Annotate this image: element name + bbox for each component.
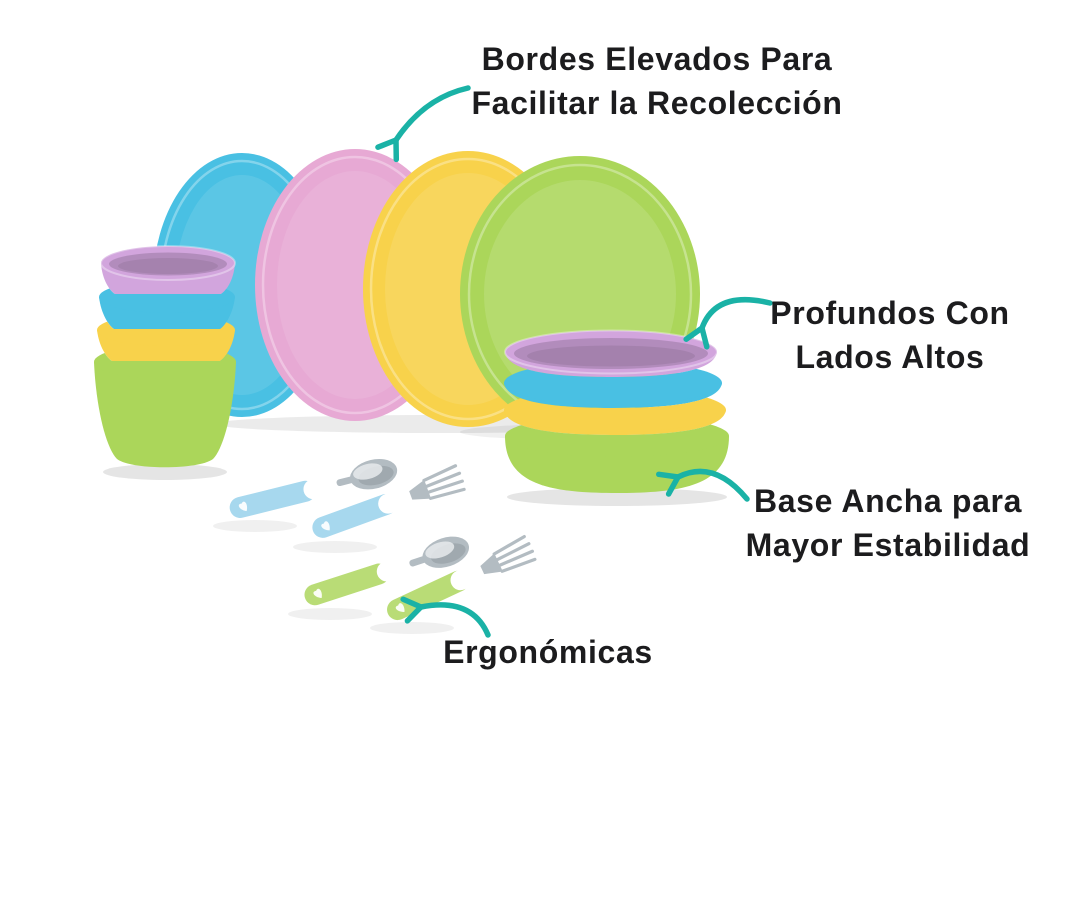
- cups: [94, 245, 236, 468]
- utensils: [224, 454, 539, 628]
- bowl-purple: [504, 329, 718, 377]
- callout-line: Ergonómicas: [443, 634, 653, 670]
- arrow-deep-sides: [683, 297, 773, 350]
- callout-arrows: [375, 85, 773, 638]
- arrow-ergonomic: [400, 596, 491, 638]
- callout-line: Base Ancha para: [753, 483, 1023, 519]
- callout-line: Bordes Elevados Para: [481, 41, 833, 77]
- callout-line: Profundos Con: [770, 295, 1010, 331]
- callout-line: Mayor Estabilidad: [745, 527, 1031, 563]
- arrow-wide-base: [656, 468, 750, 502]
- cup-purple: [100, 245, 236, 294]
- callout-wide-base: Base Ancha para Mayor Estabilidad: [738, 479, 1038, 567]
- callout-ergonomic: Ergonómicas: [398, 630, 698, 674]
- callout-line: Facilitar la Recolección: [471, 85, 843, 121]
- callout-raised-edges: Bordes Elevados Para Facilitar la Recole…: [457, 37, 857, 125]
- bowls: [504, 329, 729, 493]
- arrow-raised-edges: [375, 85, 471, 163]
- callout-deep-sides: Profundos Con Lados Altos: [740, 291, 1040, 379]
- cup-green: [94, 345, 236, 468]
- callout-line: Lados Altos: [795, 339, 985, 375]
